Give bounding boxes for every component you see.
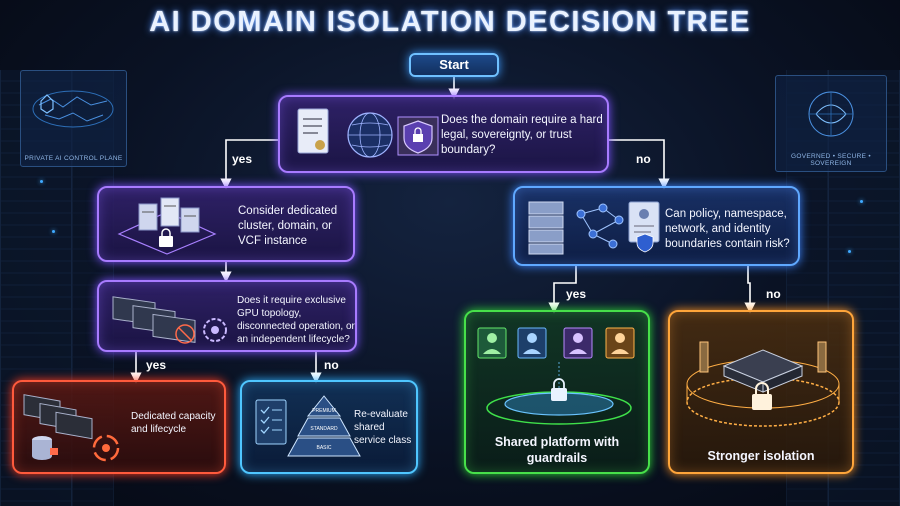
gear-icon bbox=[203, 318, 227, 342]
fortress-icon bbox=[686, 341, 840, 427]
user-shield-icon bbox=[477, 327, 635, 359]
start-node: Start bbox=[409, 53, 499, 77]
rack-led bbox=[860, 200, 863, 203]
node-policy-boundaries-question: Can policy, namespace, network, and iden… bbox=[513, 186, 800, 266]
edge-q1-yes bbox=[220, 139, 278, 190]
edge-label-q2-yes: yes bbox=[566, 287, 587, 301]
rack-led bbox=[52, 230, 55, 233]
control-plane-panel: PRIVATE AI CONTROL PLANE bbox=[20, 70, 127, 167]
server-cluster-icon bbox=[117, 197, 217, 255]
globe-icon bbox=[347, 112, 393, 158]
shield-lock-icon bbox=[397, 116, 439, 156]
lifecycle-icon bbox=[92, 434, 120, 462]
sovereign-panel: GOVERNED • SECURE • SOVEREIGN bbox=[775, 75, 887, 172]
disconnected-plug-icon bbox=[175, 324, 195, 344]
q2-text: Can policy, namespace, network, and iden… bbox=[665, 208, 790, 250]
sovereign-caption: GOVERNED • SECURE • SOVEREIGN bbox=[791, 153, 871, 167]
dedicated-text: Consider dedicated cluster, domain, or V… bbox=[238, 205, 338, 247]
shared-text: Shared platform with guardrails bbox=[494, 435, 620, 465]
network-graph-icon bbox=[576, 203, 624, 249]
padlock-icon bbox=[551, 378, 567, 401]
q1-text: Does the domain require a hard legal, so… bbox=[441, 114, 603, 156]
reevaluate-text: Re-evaluate shared service class bbox=[354, 409, 412, 446]
rack-led bbox=[848, 250, 851, 253]
pyramid-icon bbox=[287, 395, 361, 457]
edge-label-q2-no: no bbox=[766, 287, 781, 301]
capacity-text: Dedicated capacity and lifecycle bbox=[131, 411, 216, 435]
tier-basic-label: BASIC bbox=[316, 445, 331, 451]
control-plane-caption: PRIVATE AI CONTROL PLANE bbox=[24, 155, 123, 162]
edge-q1-no bbox=[609, 139, 670, 190]
database-lock-icon bbox=[32, 436, 58, 460]
node-shared-platform: Shared platform with guardrails bbox=[464, 310, 650, 474]
rack-led bbox=[40, 180, 43, 183]
edge-q2-yes bbox=[548, 266, 577, 314]
node-legal-boundary-question: Does the domain require a hard legal, so… bbox=[278, 95, 609, 173]
id-card-icon bbox=[628, 201, 660, 253]
diagram-title: AI DOMAIN ISOLATION DECISION TREE bbox=[149, 6, 751, 38]
tier-premium-label: PREMIUM bbox=[312, 408, 336, 414]
edge-label-q3-yes: yes bbox=[146, 358, 167, 372]
checklist-icon bbox=[255, 399, 287, 445]
stronger-text: Stronger isolation bbox=[707, 449, 815, 463]
node-dedicated-capacity: Dedicated capacity and lifecycle bbox=[12, 380, 226, 474]
q3-text: Does it require exclusive GPU topology, … bbox=[237, 295, 355, 345]
node-reevaluate-shared: PREMIUM STANDARD BASIC Re-evaluate share… bbox=[240, 380, 418, 474]
edge-label-q1-no: no bbox=[636, 152, 651, 166]
document-icon bbox=[297, 108, 329, 154]
node-exclusive-gpu-question: Does it require exclusive GPU topology, … bbox=[97, 280, 357, 352]
node-stronger-isolation: Stronger isolation bbox=[668, 310, 854, 474]
brain-circuit-icon bbox=[808, 91, 854, 137]
world-map-icon bbox=[32, 90, 114, 128]
edge-label-q1-yes: yes bbox=[232, 152, 253, 166]
edge-q2-no bbox=[744, 266, 756, 314]
platform-disc-icon bbox=[486, 362, 632, 425]
storage-stack-icon bbox=[528, 201, 564, 255]
node-consider-dedicated: Consider dedicated cluster, domain, or V… bbox=[97, 186, 355, 262]
gpu-icon bbox=[112, 296, 196, 343]
gpu-icon bbox=[23, 394, 93, 440]
edge-label-q3-no: no bbox=[324, 358, 339, 372]
tier-standard-label: STANDARD bbox=[310, 426, 338, 432]
